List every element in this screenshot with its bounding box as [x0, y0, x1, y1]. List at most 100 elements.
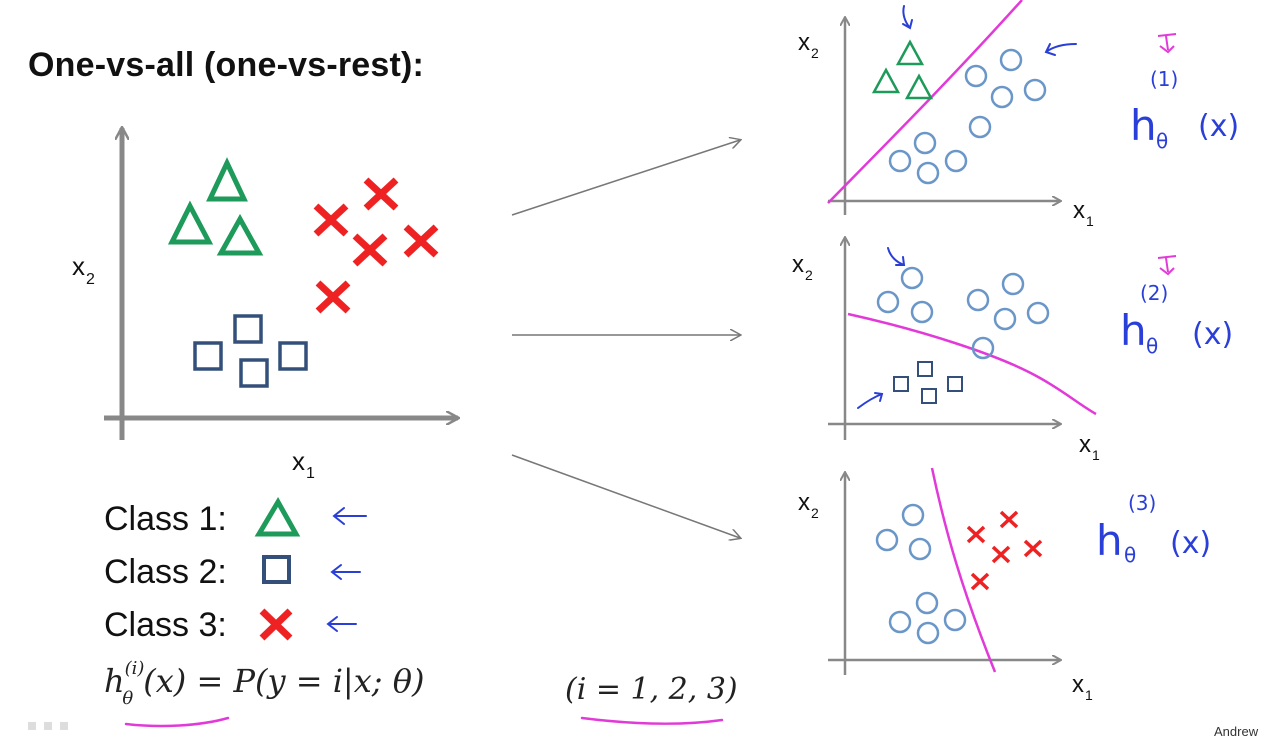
- circle-point: [876, 290, 900, 314]
- subplot-2: x 2 x 1 h (2) θ (x): [792, 238, 1233, 463]
- transition-arrows: [511, 140, 740, 538]
- square-point: [278, 341, 308, 371]
- circle-point: [990, 85, 1014, 109]
- handwritten-arrow-icon: [1157, 33, 1177, 54]
- formula-underlines: [124, 716, 724, 728]
- handwritten-arrow-icon: [1044, 43, 1077, 56]
- cross-point: [999, 510, 1019, 529]
- subplot-3-x-label: x: [1072, 671, 1084, 698]
- circle-point: [913, 131, 937, 155]
- class-1-label: Class 1:: [104, 500, 227, 538]
- faint-mark: [60, 722, 68, 730]
- main-plot: x 2 x 1: [72, 128, 458, 482]
- circle-point: [999, 48, 1023, 72]
- square-point: [233, 314, 263, 344]
- subplot-2-subscript: θ: [1146, 334, 1158, 358]
- subplot-3-arg: (x): [1170, 526, 1211, 561]
- subplot-3-y-label: x: [798, 489, 810, 516]
- subplot-1-y-sub: 2: [811, 45, 819, 61]
- circle-point: [915, 591, 939, 615]
- arrow-to-subplot-3: [511, 454, 740, 538]
- decision-boundary-2: [847, 312, 1097, 416]
- subplot-1-x-sub: 1: [1086, 213, 1094, 229]
- handwritten-arrow-icon: [1157, 255, 1177, 276]
- circle-point: [916, 161, 940, 185]
- subplot-2-x-label: x: [1079, 431, 1091, 458]
- square-point: [947, 376, 963, 392]
- handwritten-arrow-icon: [330, 564, 361, 580]
- subplot-2-hypothesis: h: [1120, 306, 1147, 355]
- handwritten-arrow-icon: [857, 392, 884, 409]
- formula-sup: (i): [124, 658, 145, 680]
- cross-point: [403, 224, 439, 258]
- subplot-1-subscript: θ: [1156, 129, 1168, 153]
- class-3-label: Class 3:: [104, 606, 227, 644]
- cross-point: [1023, 539, 1043, 558]
- arrow-to-subplot-1: [511, 140, 740, 216]
- subplot-1: x 2 x 1 h (1) θ (x): [798, 0, 1239, 229]
- square-point: [193, 341, 223, 371]
- subplot-1-hypothesis: h: [1130, 101, 1157, 150]
- circle-point: [968, 115, 992, 139]
- subplot-3-superscript: (3): [1128, 491, 1156, 515]
- subplot-1-x-label: x: [1073, 197, 1085, 224]
- triangle-point: [904, 73, 934, 100]
- subplot-3-hypothesis: h: [1096, 516, 1123, 565]
- slide-title: One-vs-all (one-vs-rest):: [28, 46, 425, 84]
- square-point: [917, 361, 933, 377]
- subplot-2-arg: (x): [1192, 317, 1233, 352]
- subplot-1-y-label: x: [798, 29, 810, 56]
- cross-point: [315, 280, 351, 314]
- circle-point: [1001, 272, 1025, 296]
- circle-point: [888, 610, 912, 634]
- circle-point: [910, 300, 934, 324]
- circle-point: [1026, 301, 1050, 325]
- circle-point: [964, 64, 988, 88]
- circle-point: [900, 266, 924, 290]
- cross-point: [991, 545, 1011, 564]
- circle-point: [875, 528, 899, 552]
- handwritten-arrow-icon: [326, 616, 357, 632]
- triangle-point: [871, 67, 901, 94]
- subplot-2-y-label: x: [792, 251, 804, 278]
- faint-mark: [44, 722, 52, 730]
- subplot-3-x-sub: 1: [1085, 687, 1093, 703]
- handwritten-arrow-icon: [887, 247, 906, 266]
- subplot-3-subscript: θ: [1124, 543, 1136, 567]
- circle-point: [908, 537, 932, 561]
- legend: [254, 497, 367, 641]
- circle-point: [901, 503, 925, 527]
- faint-mark: [28, 722, 36, 730]
- subplot-1-superscript: (1): [1150, 67, 1178, 91]
- cross-point: [313, 203, 349, 237]
- index-range: (i = 1, 2, 3): [565, 672, 738, 707]
- circle-point: [944, 149, 968, 173]
- subplot-3-y-sub: 2: [811, 505, 819, 521]
- triangle-point: [216, 213, 264, 256]
- underline-range: [580, 716, 724, 725]
- formula-h: h: [104, 662, 125, 700]
- main-y-label: x: [72, 251, 85, 281]
- circle-point: [971, 336, 995, 360]
- author-credit: Andrew: [1214, 724, 1259, 739]
- cross-point: [352, 233, 388, 267]
- square-point: [921, 388, 937, 404]
- subplot-3: x 2 x 1 h (3) θ (x): [798, 467, 1211, 703]
- formula-sub: θ: [122, 688, 134, 709]
- square-point: [239, 358, 269, 388]
- legend-cross-icon: [259, 608, 293, 641]
- cross-point: [970, 572, 990, 591]
- formula-rest: (x) = P(y = i|x; θ): [143, 662, 425, 700]
- circle-point: [966, 288, 990, 312]
- underline-hypothesis: [124, 716, 230, 728]
- hypothesis-formula: h(i) θ (x) = P(y = i|x; θ): [104, 658, 425, 709]
- handwritten-arrow-icon: [902, 5, 913, 30]
- decision-boundary-3: [930, 467, 997, 673]
- triangle-point: [167, 200, 214, 245]
- main-x-label-sub: 1: [306, 465, 315, 482]
- main-x-label: x: [292, 446, 305, 476]
- circle-point: [943, 608, 967, 632]
- subplot-2-superscript: (2): [1140, 281, 1168, 305]
- player-controls-faint: [28, 722, 68, 730]
